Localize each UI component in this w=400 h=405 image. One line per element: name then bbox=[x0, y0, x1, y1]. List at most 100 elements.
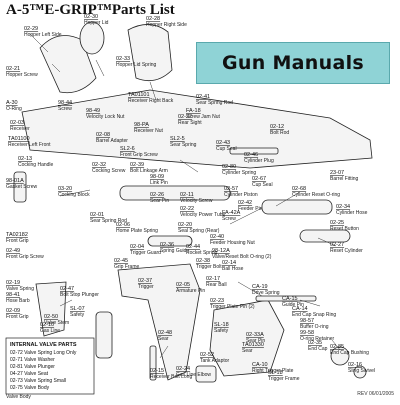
part-number: SL-07 bbox=[70, 306, 85, 312]
part-callout: 99-58O-ring Retainer bbox=[300, 330, 335, 342]
part-number: 02-47 bbox=[60, 286, 74, 292]
part-name: Valve Spring bbox=[6, 286, 34, 292]
part-number: TA01100 bbox=[8, 136, 30, 142]
part-name: Front Grip bbox=[6, 314, 29, 320]
part-name: Barrel Adapter bbox=[96, 138, 128, 144]
part-name: Velocity Screw bbox=[180, 198, 213, 204]
part-name: Receiver Left Front bbox=[8, 142, 51, 148]
part-name: Gasket Screw bbox=[6, 184, 38, 190]
part-name: Seal Spring (Rear) bbox=[178, 228, 220, 234]
part-number: 02-85 bbox=[330, 344, 344, 350]
part-number: 02-30 bbox=[84, 14, 98, 20]
part-name: Cocking Handle bbox=[18, 162, 54, 168]
part-number: 02-68 bbox=[292, 186, 306, 192]
part-name: O-Ring bbox=[6, 106, 22, 112]
part-name: Reset Cylinder bbox=[330, 248, 363, 254]
part-name: Home Plate Spring bbox=[116, 228, 158, 234]
part-number: SL2-6 bbox=[120, 146, 135, 152]
part-name: End Cap Snap Ring bbox=[292, 312, 336, 318]
part-number: TA01330 bbox=[242, 342, 264, 348]
cylinder-body bbox=[261, 199, 333, 215]
drive-spring bbox=[255, 295, 317, 302]
part-name: Link Pin bbox=[150, 180, 168, 186]
part-name: Cylinder Hose bbox=[336, 210, 368, 216]
part-number: 98-01A bbox=[6, 178, 24, 184]
part-name: Valve/Reset Bolt O-ring (2) bbox=[212, 254, 272, 260]
part-number: 98-44 bbox=[58, 100, 72, 106]
part-number: SL2-5 bbox=[170, 136, 185, 142]
part-name: Drive Spring bbox=[252, 290, 280, 296]
part-name: Trigger bbox=[138, 284, 154, 290]
part-name: Cylinder Plug bbox=[244, 158, 274, 164]
part-name: Cylinder Reset O-ring bbox=[292, 192, 340, 198]
part-name: Rear Ball bbox=[206, 282, 227, 288]
valve-parts-box: INTERNAL VALVE PARTS 02-72 Valve Spring … bbox=[5, 337, 95, 395]
end-cap bbox=[330, 346, 350, 366]
part-number: 02-24 bbox=[176, 366, 190, 372]
part-number: 98-PA bbox=[134, 122, 149, 128]
part-number: 02-35 bbox=[308, 340, 322, 346]
leader-lines bbox=[29, 33, 341, 359]
valve-part-item: 02-72 Valve Spring Long Only bbox=[10, 350, 77, 356]
part-name: Screw bbox=[58, 106, 72, 112]
part-number: 02-46 bbox=[244, 152, 258, 158]
part-number: 02-42 bbox=[238, 200, 252, 206]
valve-parts-heading: INTERNAL VALVE PARTS bbox=[10, 342, 77, 348]
part-callout: A-30O-Ring bbox=[6, 100, 22, 112]
part-number: CA-19 bbox=[252, 284, 268, 290]
tank-adaptor bbox=[195, 365, 217, 383]
front-grip bbox=[35, 281, 67, 337]
part-number: 02-22 bbox=[178, 114, 192, 120]
part-name: Cylinder Spring bbox=[222, 170, 256, 176]
receiver bbox=[21, 89, 373, 169]
part-number: 02-25 bbox=[330, 220, 344, 226]
part-number: 02-80 bbox=[222, 164, 236, 170]
part-number: CA-15 bbox=[282, 296, 298, 302]
part-name: Valve Body bbox=[6, 394, 31, 400]
part-name: Tank Adaptor bbox=[200, 358, 230, 364]
part-number: 02-67 bbox=[252, 176, 266, 182]
part-number: 02-20 bbox=[178, 222, 192, 228]
part-name: Grip Frame bbox=[114, 264, 140, 270]
part-name: Reset Button bbox=[330, 226, 359, 232]
part-number: TA02182 bbox=[6, 232, 28, 238]
velocity-tube bbox=[147, 235, 193, 247]
part-name: Feeder Pin bbox=[238, 206, 263, 212]
part-name: Sear Spring Rod bbox=[90, 218, 127, 224]
part-number: 02-40 bbox=[210, 234, 224, 240]
part-name: Cocking Block bbox=[58, 192, 90, 198]
part-number: 02-32 bbox=[92, 162, 106, 168]
part-number: CA-14 bbox=[292, 306, 308, 312]
part-name: Sear Spring Rod bbox=[196, 100, 233, 106]
